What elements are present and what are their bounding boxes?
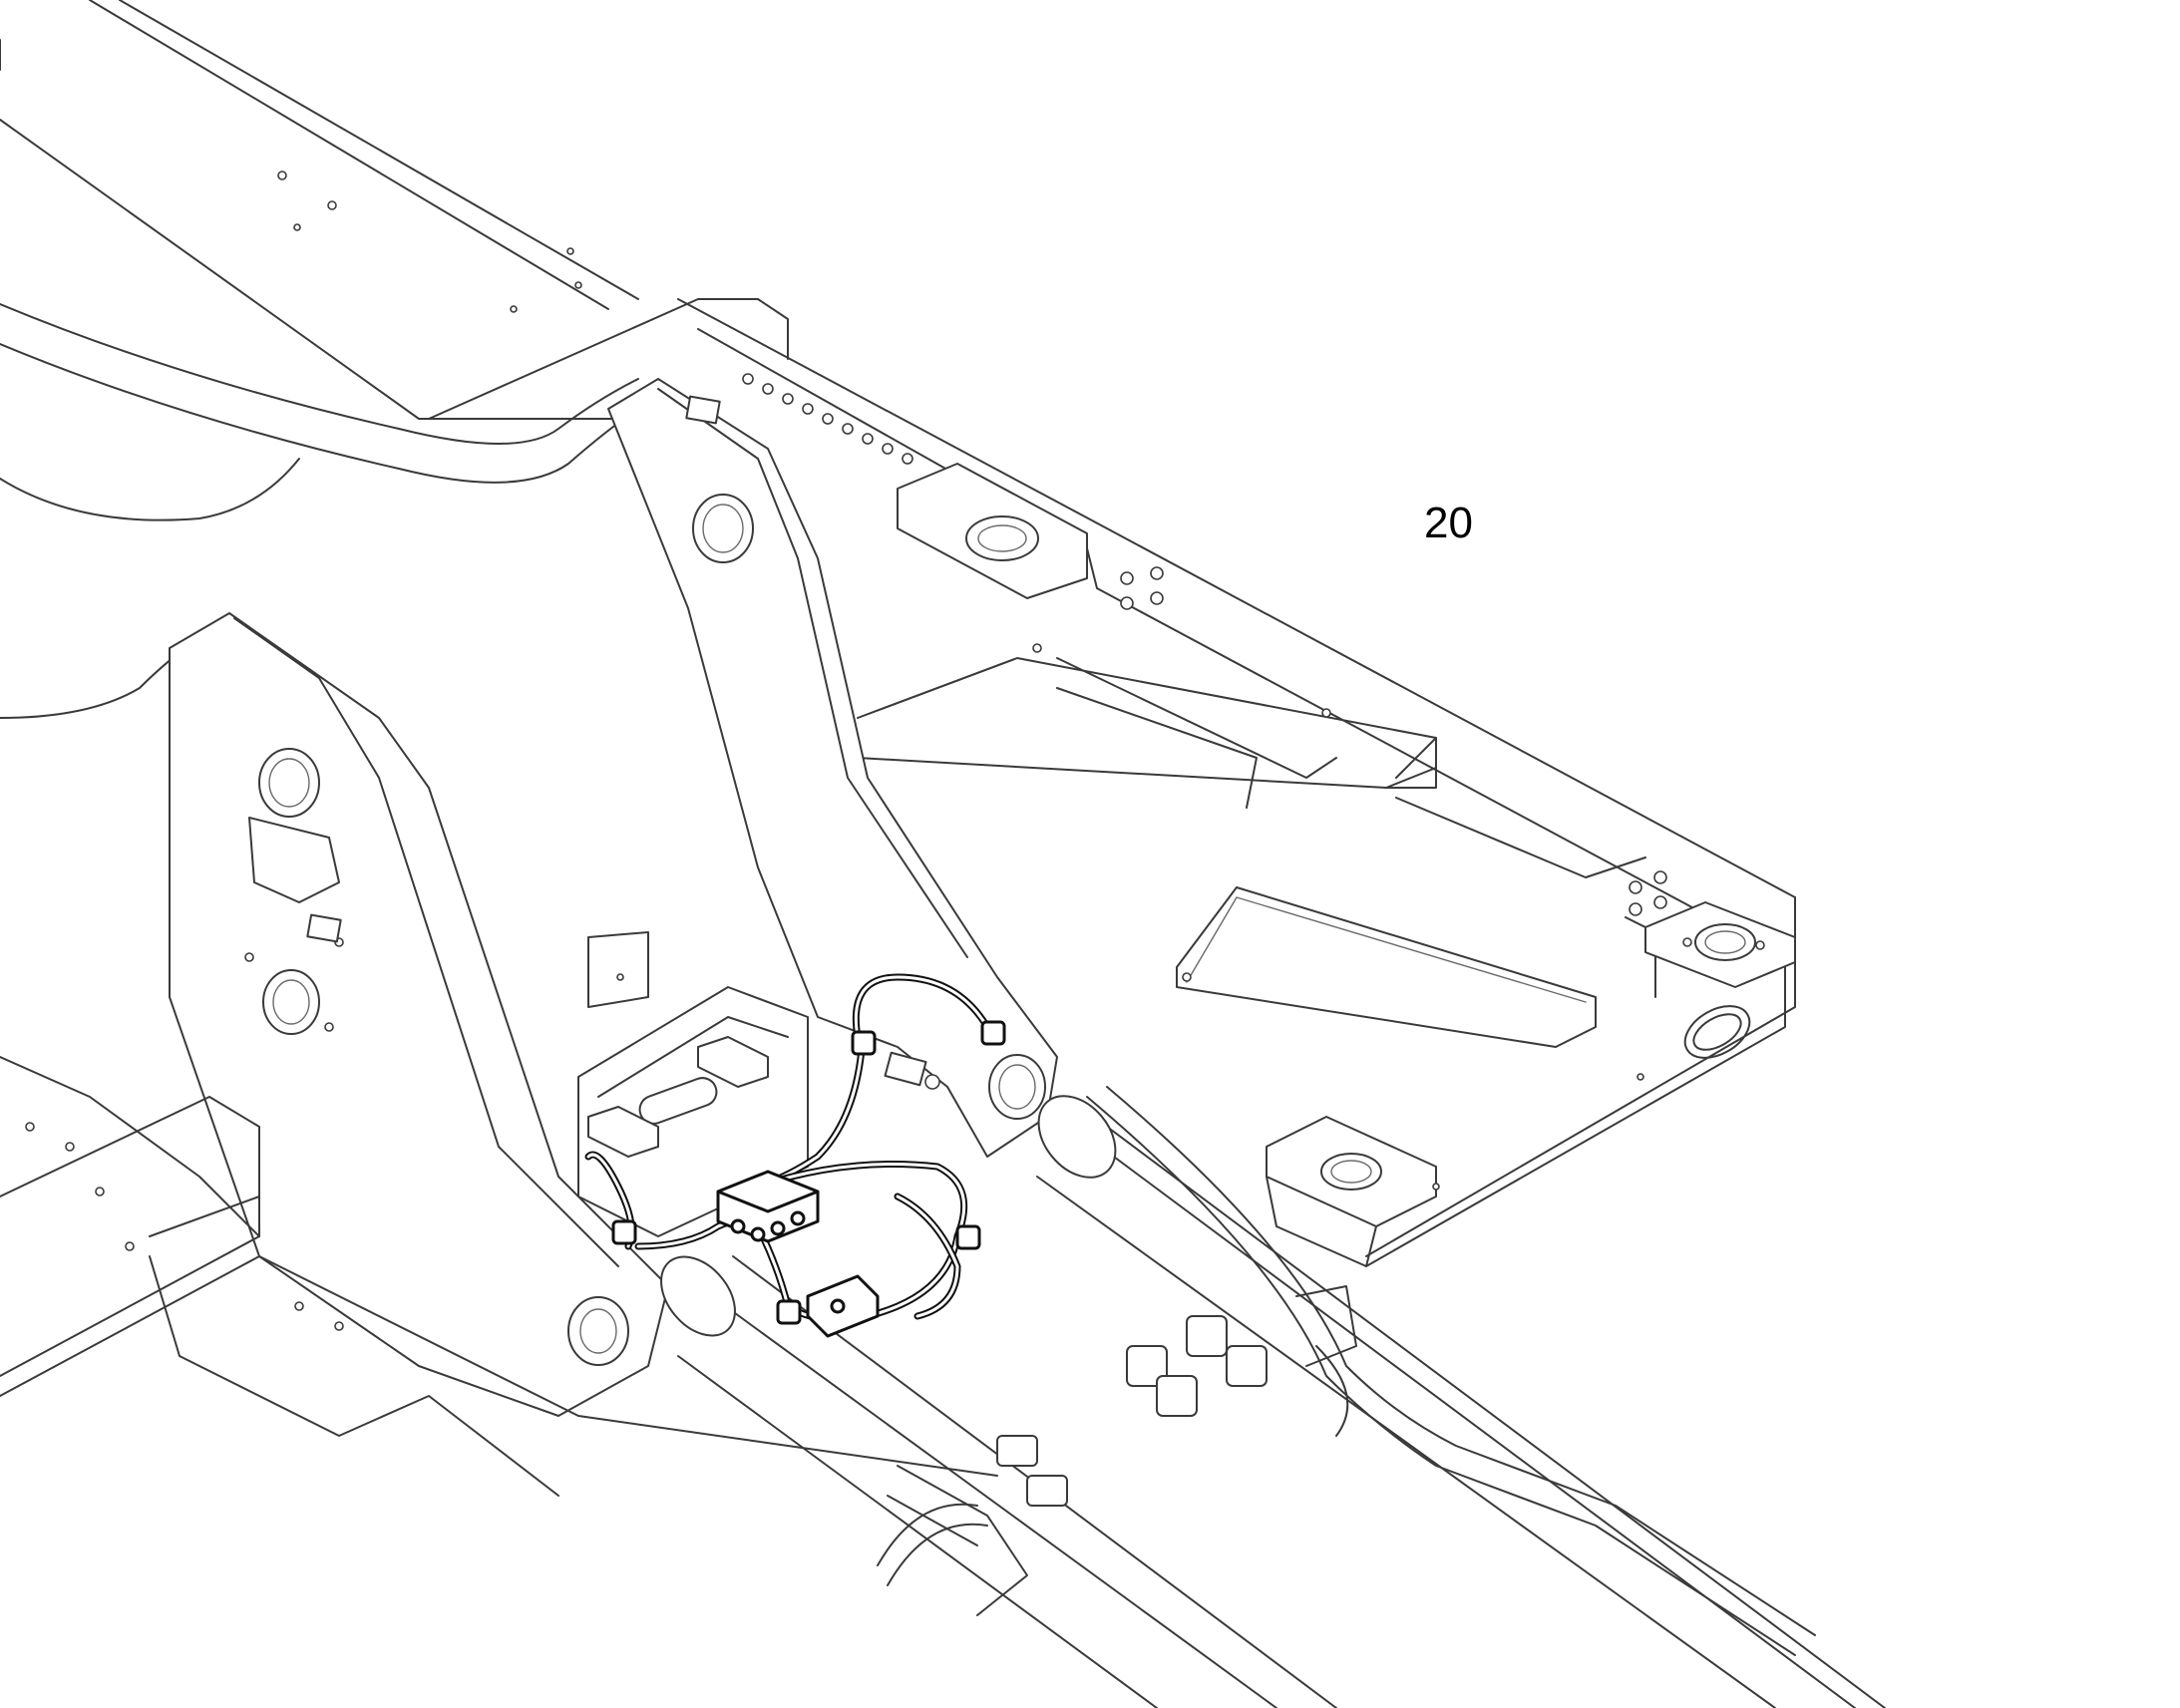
return-hose bbox=[1086, 1086, 1816, 1656]
left-curved-tube bbox=[0, 303, 639, 719]
valve-block bbox=[716, 1170, 880, 1338]
cylinder-clamps bbox=[877, 1435, 1068, 1586]
lower-left-frame bbox=[0, 1056, 998, 1497]
hose-fittings-highlighted bbox=[611, 1020, 1006, 1325]
rear-mount-top-center bbox=[897, 463, 1164, 610]
callout-20: 20 bbox=[1424, 499, 1473, 547]
rear-mount-bottom-right bbox=[1266, 1116, 1437, 1267]
rear-frame-right bbox=[677, 298, 1796, 1267]
rear-mount-top-right bbox=[1644, 901, 1796, 988]
left-tower-bracket bbox=[169, 612, 669, 1417]
frame-openings bbox=[1056, 657, 1597, 1048]
rail-bolt-holes bbox=[742, 373, 1667, 1191]
hydraulic-cylinder-right bbox=[1036, 1095, 1886, 1708]
middle-crossmember bbox=[857, 657, 1646, 878]
upper-side-rail bbox=[0, 0, 789, 420]
hose-fittings-right bbox=[1126, 1315, 1268, 1417]
